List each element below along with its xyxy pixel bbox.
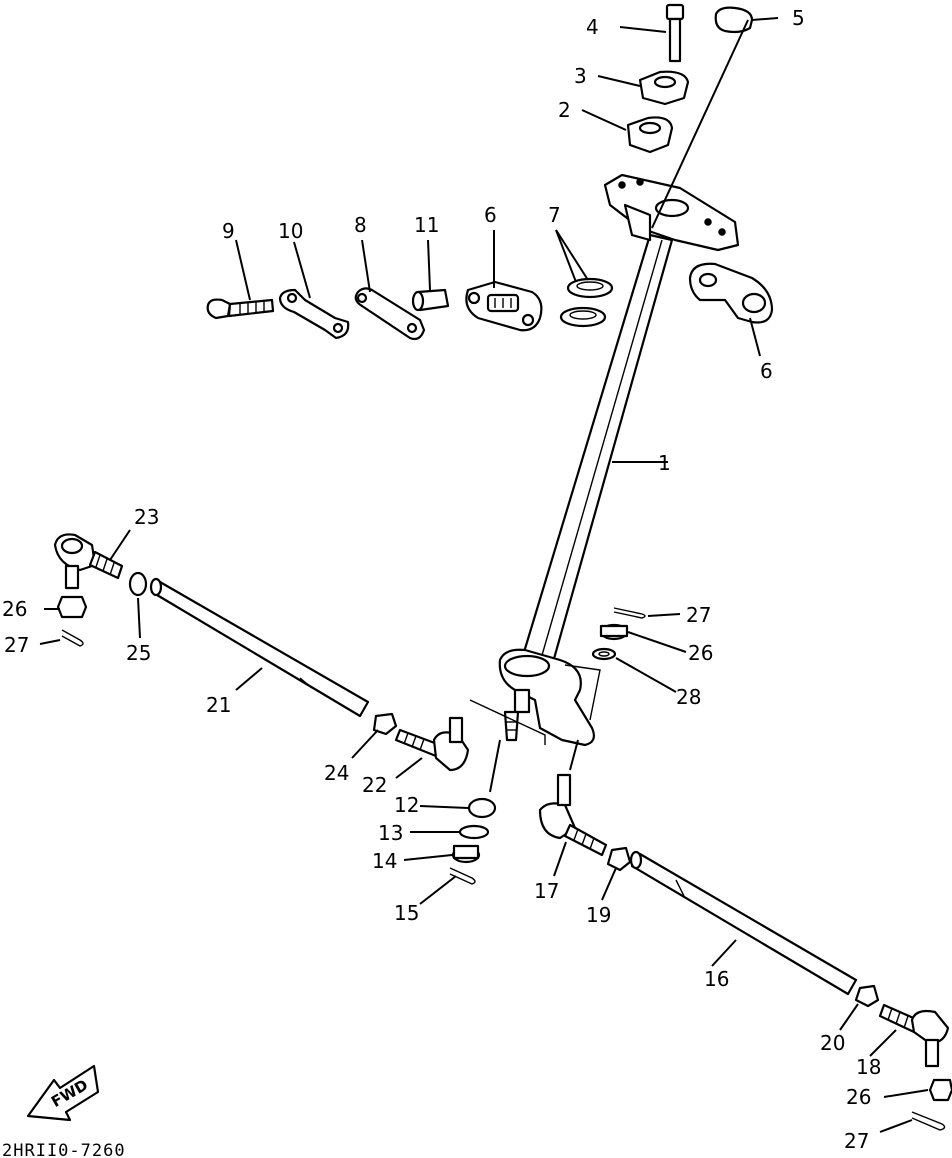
callout-8: 8 bbox=[354, 213, 367, 237]
callout-3: 3 bbox=[574, 64, 587, 88]
castle-nut-part-14 bbox=[451, 844, 481, 864]
callout-27-left: 27 bbox=[4, 633, 29, 657]
handlebar-holder-upper-hole bbox=[653, 75, 677, 89]
callout-26-left: 26 bbox=[2, 597, 27, 621]
cotter-pin-part-27-left bbox=[61, 629, 84, 647]
bolt-part-4 bbox=[665, 3, 685, 63]
steering-column-part bbox=[469, 233, 674, 747]
cap-part-5 bbox=[714, 6, 754, 34]
callout-25: 25 bbox=[126, 641, 151, 665]
callout-18: 18 bbox=[856, 1055, 881, 1079]
plate-part-8-hole-a bbox=[356, 292, 368, 304]
callout-15: 15 bbox=[394, 901, 419, 925]
callout-28: 28 bbox=[676, 685, 701, 709]
callout-6-right: 6 bbox=[760, 359, 773, 383]
callout-27-bottom-right: 27 bbox=[844, 1129, 869, 1153]
nut-part-19 bbox=[606, 846, 632, 872]
handlebar-holder-lower-part bbox=[626, 116, 674, 154]
callout-22: 22 bbox=[362, 773, 387, 797]
callout-labels: 1 2 3 4 5 6 6 7 8 9 10 11 12 13 14 15 16… bbox=[2, 6, 881, 1153]
callout-6-left: 6 bbox=[484, 203, 497, 227]
callout-20: 20 bbox=[820, 1031, 845, 1055]
nut-part-20 bbox=[854, 984, 880, 1008]
callout-24: 24 bbox=[324, 761, 349, 785]
washer-part-13 bbox=[458, 824, 490, 840]
fwd-arrow-icon: FWD bbox=[26, 1064, 100, 1122]
callout-26-bottom-right: 26 bbox=[846, 1085, 871, 1109]
callout-27-upper-right: 27 bbox=[686, 603, 711, 627]
callout-4: 4 bbox=[586, 15, 599, 39]
callout-14: 14 bbox=[372, 849, 397, 873]
tie-rod-end-part-17 bbox=[538, 773, 608, 857]
cotter-pin-part-27-bottom bbox=[911, 1111, 946, 1131]
cotter-pin-part-27-upper bbox=[613, 607, 646, 619]
handlebar-holder-lower-hole bbox=[638, 121, 662, 135]
clamp-part-6-right bbox=[688, 262, 774, 324]
callout-19: 19 bbox=[586, 903, 611, 927]
nut-part-26-bottom bbox=[928, 1078, 952, 1102]
clamp-part-6-right-hole2 bbox=[698, 272, 718, 288]
tie-rod-part-21 bbox=[149, 577, 370, 718]
callout-13: 13 bbox=[378, 821, 403, 845]
callout-7: 7 bbox=[548, 203, 561, 227]
callout-5: 5 bbox=[792, 6, 805, 30]
diagram-code: 2HRII0-7260 bbox=[2, 1141, 126, 1158]
nut-part-26-upper bbox=[599, 623, 629, 641]
nut-part-24 bbox=[372, 712, 398, 736]
callout-23: 23 bbox=[134, 505, 159, 529]
callout-2: 2 bbox=[558, 98, 571, 122]
callout-10: 10 bbox=[278, 219, 303, 243]
bushing-part-7b-inner bbox=[569, 310, 597, 320]
clamp-part-6-right-hole bbox=[741, 292, 767, 314]
collar-part-11 bbox=[411, 288, 450, 312]
upper-steering-bracket bbox=[603, 173, 740, 252]
tie-rod-part-16 bbox=[629, 850, 858, 996]
callout-21: 21 bbox=[206, 693, 231, 717]
tie-rod-end-part-18 bbox=[878, 1003, 950, 1068]
nut-part-26-left bbox=[56, 595, 88, 619]
washer-part-28 bbox=[591, 647, 617, 661]
washer-part-28-hole bbox=[598, 651, 610, 657]
plate-part-8 bbox=[354, 287, 426, 341]
callout-12: 12 bbox=[394, 793, 419, 817]
callout-11: 11 bbox=[414, 213, 439, 237]
washer-part-25 bbox=[128, 571, 148, 597]
callout-1: 1 bbox=[658, 451, 671, 475]
callout-9: 9 bbox=[222, 219, 235, 243]
cotter-pin-part-15 bbox=[449, 867, 476, 885]
tie-rod-end-part-23 bbox=[53, 533, 124, 590]
leader-lines bbox=[39, 17, 929, 1133]
bushing-part-12 bbox=[467, 797, 497, 819]
holder-part-6-left bbox=[465, 280, 543, 332]
tie-rod-end-part-22 bbox=[394, 716, 470, 772]
bushing-part-7a-inner bbox=[576, 281, 604, 291]
bolt-part-9 bbox=[206, 298, 275, 320]
callout-16: 16 bbox=[704, 967, 729, 991]
link-part-10 bbox=[278, 288, 350, 340]
callout-17: 17 bbox=[534, 879, 559, 903]
callout-26-upper-right: 26 bbox=[688, 641, 713, 665]
plate-part-8-hole-b bbox=[406, 322, 418, 334]
